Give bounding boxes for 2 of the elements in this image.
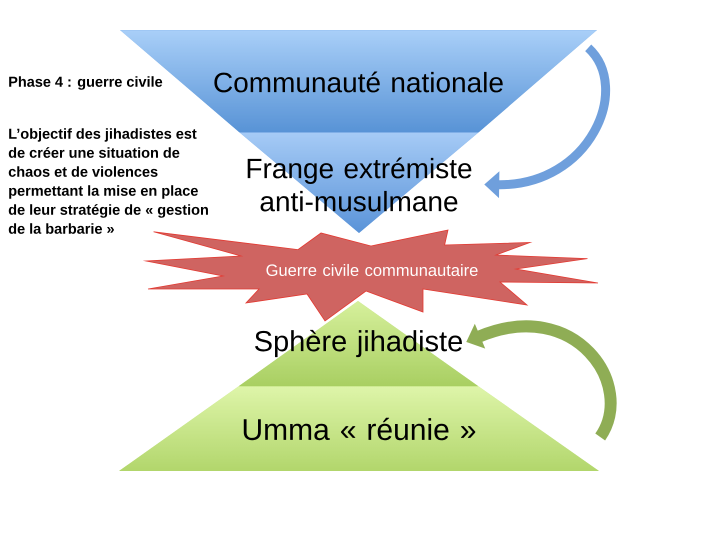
explosion-star: Guerre civile communautaire <box>142 229 598 322</box>
funnel-tip: Frange extrémiste anti-musulmane <box>239 132 479 233</box>
